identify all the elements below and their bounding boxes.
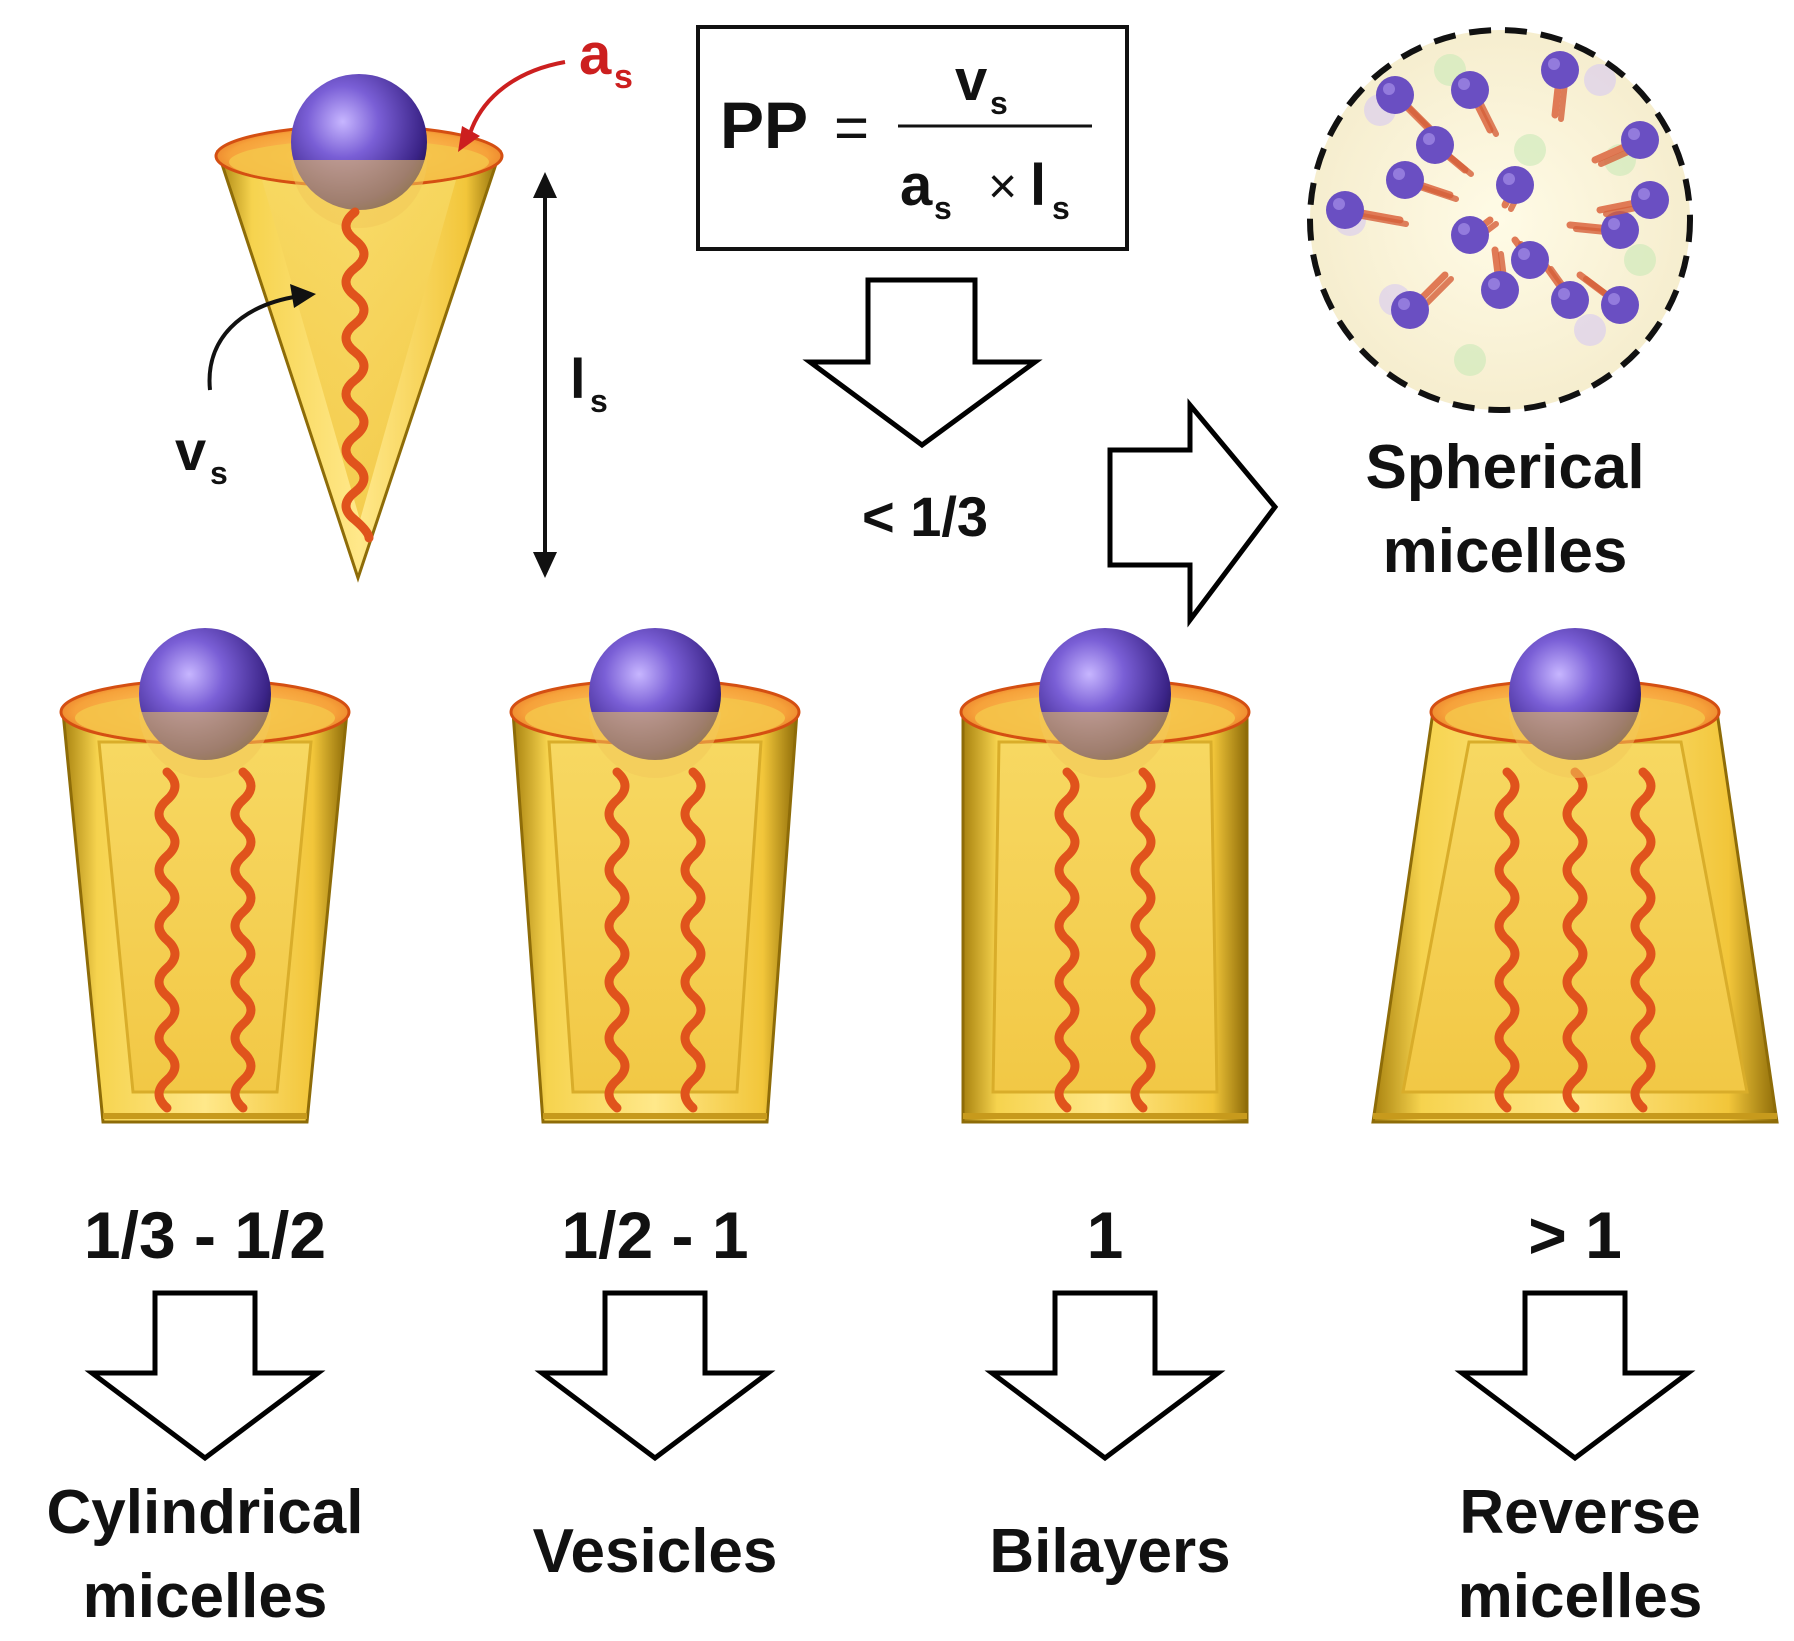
ratio-label: 1 xyxy=(1087,1198,1124,1272)
svg-text:v: v xyxy=(955,48,987,113)
cylindrical-shape xyxy=(59,628,351,1124)
column-2: 1/2 - 1 Vesicles xyxy=(533,1198,778,1586)
svg-text:s: s xyxy=(934,190,952,226)
svg-text:v: v xyxy=(175,419,206,482)
packing-parameter-formula: PP = v s a s × l s xyxy=(696,25,1129,251)
column-3: 1 Bilayers xyxy=(984,1198,1231,1586)
spherical-micelles-label-line2: micelles xyxy=(1383,517,1628,586)
as-arrow xyxy=(466,60,566,141)
result-label-line2: micelles xyxy=(1458,1562,1703,1631)
vs-arrowhead-icon xyxy=(290,284,316,308)
down-arrow-icon xyxy=(534,1290,776,1462)
svg-text:×: × xyxy=(988,158,1017,214)
ratio-label: 1/3 - 1/2 xyxy=(84,1198,326,1272)
reverse-micelle-shape xyxy=(1371,628,1779,1124)
svg-text:a: a xyxy=(579,22,612,87)
ls-label: l s xyxy=(570,347,608,419)
bilayer-shape xyxy=(959,628,1251,1124)
result-label-line1: Bilayers xyxy=(989,1517,1230,1586)
vs-arrow xyxy=(207,294,301,391)
svg-text:s: s xyxy=(1052,190,1070,226)
down-arrow-icon xyxy=(984,1290,1226,1462)
column-4: > 1 Reverse micelles xyxy=(1454,1198,1703,1631)
ratio-label: > 1 xyxy=(1528,1198,1622,1272)
svg-text:s: s xyxy=(990,85,1008,121)
spherical-micelles-label-line1: Spherical xyxy=(1365,433,1644,502)
svg-text:s: s xyxy=(614,58,633,96)
result-label-line1: Cylindrical xyxy=(47,1478,364,1547)
svg-text:PP: PP xyxy=(720,88,808,162)
result-label-line2: micelles xyxy=(83,1562,328,1631)
vesicle-shape xyxy=(509,628,801,1124)
vs-label: v s xyxy=(175,419,228,491)
right-arrow-icon xyxy=(1107,398,1279,628)
column-1: 1/3 - 1/2 Cylindrical micelles xyxy=(47,1198,364,1631)
svg-text:s: s xyxy=(590,383,608,419)
spherical-ratio: < 1/3 xyxy=(862,485,988,548)
svg-text:l: l xyxy=(570,347,586,410)
as-arrowhead-icon xyxy=(458,126,480,152)
down-arrow-icon xyxy=(84,1290,326,1462)
svg-text:a: a xyxy=(900,153,933,218)
cone-shape-diagram xyxy=(214,74,504,583)
result-label-line1: Reverse xyxy=(1459,1478,1700,1547)
as-label: a s xyxy=(579,22,633,96)
spherical-micelle-illustration xyxy=(1307,27,1693,413)
down-arrow-icon xyxy=(1454,1290,1696,1462)
svg-text:l: l xyxy=(1030,153,1046,218)
down-arrow-icon xyxy=(802,277,1043,449)
ratio-label: 1/2 - 1 xyxy=(561,1198,748,1272)
ls-double-arrow xyxy=(533,172,557,578)
svg-text:s: s xyxy=(210,455,228,491)
result-label-line1: Vesicles xyxy=(533,1517,778,1586)
svg-text:=: = xyxy=(834,94,869,161)
